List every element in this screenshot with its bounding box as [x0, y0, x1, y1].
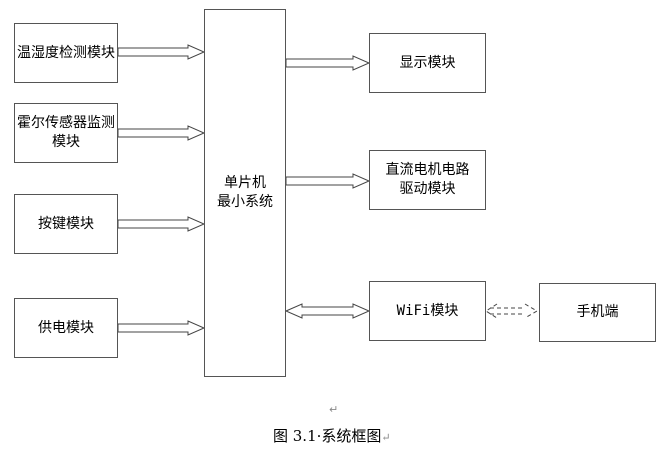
- arrow-temp-to-mcu: [117, 44, 206, 60]
- arrow-mcu-to-display: [285, 55, 371, 71]
- phone-label: 手机端: [576, 304, 619, 320]
- figure-caption: 图 3.1·系统框图↵: [273, 425, 391, 446]
- wifi-module-box: WiFi模块: [369, 281, 486, 341]
- paragraph-mark: ↵: [329, 403, 339, 416]
- keypad-label: 按键模块: [38, 215, 94, 232]
- temp-humidity-label: 温湿度检测模块: [17, 44, 115, 61]
- hall-sensor-label-line1: 霍尔传感器监测: [17, 115, 115, 131]
- dc-motor-driver-box: 直流电机电路 驱动模块: [369, 150, 486, 210]
- arrow-mcu-to-motor: [285, 173, 371, 189]
- arrow-key-to-mcu: [117, 216, 206, 232]
- display-module-box: 显示模块: [369, 33, 486, 93]
- dc-motor-label-line1: 直流电机电路: [385, 162, 470, 178]
- keypad-module-box: 按键模块: [14, 194, 118, 254]
- caption-paragraph-mark: ↵: [381, 431, 391, 444]
- arrow-wifi-phone-wireless: [485, 303, 538, 319]
- caption-text: 图 3.1·系统框图: [273, 427, 382, 445]
- dc-motor-label-line2: 驱动模块: [399, 181, 456, 197]
- mcu-label-line2: 最小系统: [217, 194, 273, 210]
- power-label: 供电模块: [38, 319, 94, 336]
- hall-sensor-module-box: 霍尔传感器监测 模块: [14, 103, 118, 163]
- arrow-hall-to-mcu: [117, 125, 206, 141]
- wifi-label: WiFi模块: [396, 302, 459, 319]
- display-label: 显示模块: [399, 54, 456, 71]
- mcu-label-line1: 单片机: [224, 175, 266, 191]
- arrow-mcu-wifi-bidirectional: [284, 303, 371, 319]
- mcu-minimum-system-box: 单片机 最小系统: [204, 9, 286, 377]
- temp-humidity-module-box: 温湿度检测模块: [14, 23, 118, 83]
- arrow-power-to-mcu: [117, 320, 206, 336]
- hall-sensor-label-line2: 模块: [52, 134, 80, 150]
- phone-box: 手机端: [539, 283, 656, 342]
- power-module-box: 供电模块: [14, 298, 118, 358]
